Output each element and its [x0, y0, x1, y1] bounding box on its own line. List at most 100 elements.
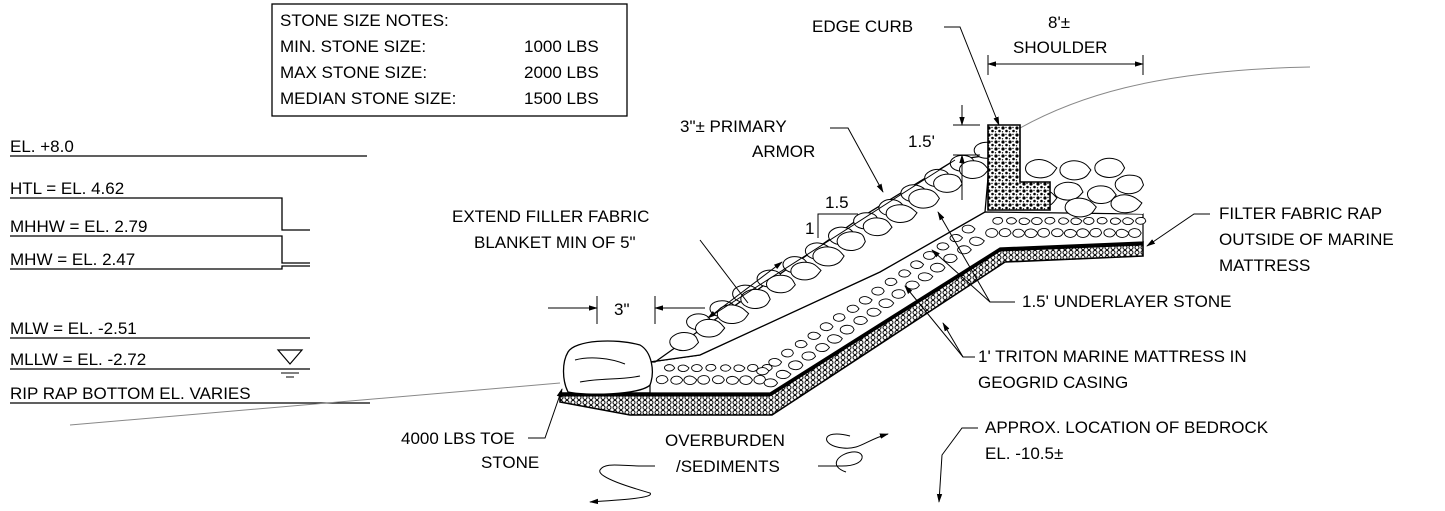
stone-shape	[908, 188, 941, 209]
underlayer-pebbles	[655, 216, 1147, 388]
elevation-legend: EL. +8.0 HTL = EL. 4.62 MHHW = EL. 2.79 …	[10, 137, 370, 404]
stone-shape	[670, 375, 684, 385]
stone-shape	[992, 216, 1004, 225]
stone-shape	[1076, 228, 1091, 238]
stone-shape	[871, 286, 885, 296]
notes-max-value: 2000 LBS	[524, 63, 599, 82]
stone-shape	[1059, 160, 1092, 181]
stone-shape	[846, 304, 860, 313]
stone-shape	[1024, 228, 1039, 238]
stone-shape	[832, 313, 846, 322]
notes-median-value: 1500 LBS	[524, 89, 599, 108]
stone-shape	[691, 364, 703, 372]
stone-shape	[933, 173, 963, 193]
notes-max-label: MAX STONE SIZE:	[280, 63, 427, 82]
stone-shape	[969, 236, 985, 246]
stone-shape	[1012, 228, 1026, 238]
stone-shape	[1128, 228, 1142, 238]
stone-shape	[958, 160, 990, 179]
stone-shape	[885, 204, 918, 224]
stone-shape	[1094, 157, 1126, 178]
stone-shape	[1053, 181, 1084, 201]
curb-height-dimension: 1.5'	[908, 105, 980, 200]
bedrock-label-2: EL. -10.5±	[985, 444, 1063, 463]
stone-shape	[930, 262, 946, 273]
stone-shape	[1103, 228, 1117, 238]
existing-grade-lines	[69, 66, 1311, 426]
stone-shape	[1083, 217, 1095, 225]
bedrock-label-1: APPROX. LOCATION OF BEDROCK	[985, 418, 1269, 437]
stone-shape	[1044, 216, 1056, 225]
filter-label-2: OUTSIDE OF MARINE	[1219, 230, 1394, 249]
stone-shape	[910, 260, 925, 269]
stone-shape	[1058, 217, 1070, 225]
notes-min-label: MIN. STONE SIZE:	[280, 37, 426, 56]
primary-armor-label-1: 3"± PRIMARY	[680, 117, 787, 136]
elevation-riprap-bottom: RIP RAP BOTTOM EL. VARIES	[10, 384, 251, 403]
stone-shape	[1006, 217, 1018, 225]
stone-shape	[891, 289, 906, 299]
shoulder-dimension: 8'± SHOULDER	[987, 13, 1144, 75]
stone-shape	[998, 228, 1012, 238]
stone-shape	[720, 364, 732, 372]
stone-shape	[815, 343, 831, 353]
stone-shape	[697, 375, 711, 385]
stone-shape	[788, 360, 804, 371]
toe-3in-dimension: 3"	[548, 296, 705, 324]
primary-armor-callout: 3"± PRIMARY ARMOR	[680, 117, 884, 193]
overburden-label-2: /SEDIMENTS	[676, 457, 780, 476]
notes-min-value: 1000 LBS	[524, 37, 599, 56]
stone-shape	[664, 364, 676, 372]
filter-label-1: FILTER FABRIC RAP	[1219, 204, 1382, 223]
stone-shape	[1096, 217, 1108, 225]
filter-label-3: MATTRESS	[1219, 256, 1310, 275]
stone-shape	[1064, 197, 1097, 218]
stone-shape	[819, 322, 834, 332]
stone-shape	[655, 375, 669, 385]
elevation-mllw: MLLW = EL. -2.72	[10, 350, 146, 369]
stone-shape	[866, 307, 882, 317]
elevation-htl: HTL = EL. 4.62	[10, 179, 124, 198]
stone-shape	[949, 234, 964, 243]
stone-shape	[1024, 159, 1058, 179]
stone-shape	[1064, 228, 1078, 238]
slope-run: 1.5	[825, 193, 849, 212]
elevation-8: EL. +8.0	[10, 137, 74, 156]
primary-armor-label-2: ARMOR	[752, 142, 815, 161]
extend-label-1: EXTEND FILLER FABRIC	[452, 207, 649, 226]
stone-shape	[1089, 228, 1103, 238]
stone-shape	[1070, 217, 1083, 226]
slope-rise: 1	[805, 219, 814, 238]
toe-stone-callout: 4000 LBS TOE STONE	[401, 388, 563, 472]
edge-curb-label: EDGE CURB	[812, 17, 913, 36]
stone-shape	[705, 363, 717, 372]
overburden-label-1: OVERBURDEN	[665, 431, 785, 450]
stone-shape	[884, 277, 898, 286]
stone-shape	[801, 351, 817, 361]
stone-shape	[862, 217, 893, 237]
edge-curb-callout: EDGE CURB	[812, 17, 1000, 126]
stone-shape	[683, 375, 698, 385]
stone-shape	[1037, 228, 1051, 238]
stone-shape	[836, 231, 866, 252]
mattress-label-1: 1' TRITON MARINE MATTRESS IN	[978, 347, 1247, 366]
stone-shape	[794, 340, 808, 349]
elevation-mhhw: MHHW = EL. 2.79	[10, 217, 147, 236]
stone-shape	[1109, 217, 1122, 225]
toe-label-2: STONE	[481, 453, 539, 472]
edge-curb	[987, 124, 1051, 211]
shoulder-dim-value: 8'±	[1048, 13, 1070, 32]
notes-title: STONE SIZE NOTES:	[280, 11, 449, 30]
armor-rocks	[669, 141, 1002, 352]
mattress-label-2: GEOGRID CASING	[978, 373, 1128, 392]
elevation-mlw: MLW = EL. -2.51	[10, 319, 137, 338]
bedrock-callout: APPROX. LOCATION OF BEDROCK EL. -10.5±	[936, 418, 1269, 503]
underlayer-callout: 1.5' UNDERLAYER STONE	[931, 211, 1232, 311]
stone-shape	[858, 296, 873, 305]
shoulder-stones	[1020, 153, 1145, 218]
mattress-callout: 1' TRITON MARINE MATTRESS IN GEOGRID CAS…	[904, 285, 1247, 392]
stone-shape	[1051, 228, 1064, 238]
stone-shape	[1110, 194, 1143, 214]
elevation-mhw: MHW = EL. 2.47	[10, 250, 135, 269]
